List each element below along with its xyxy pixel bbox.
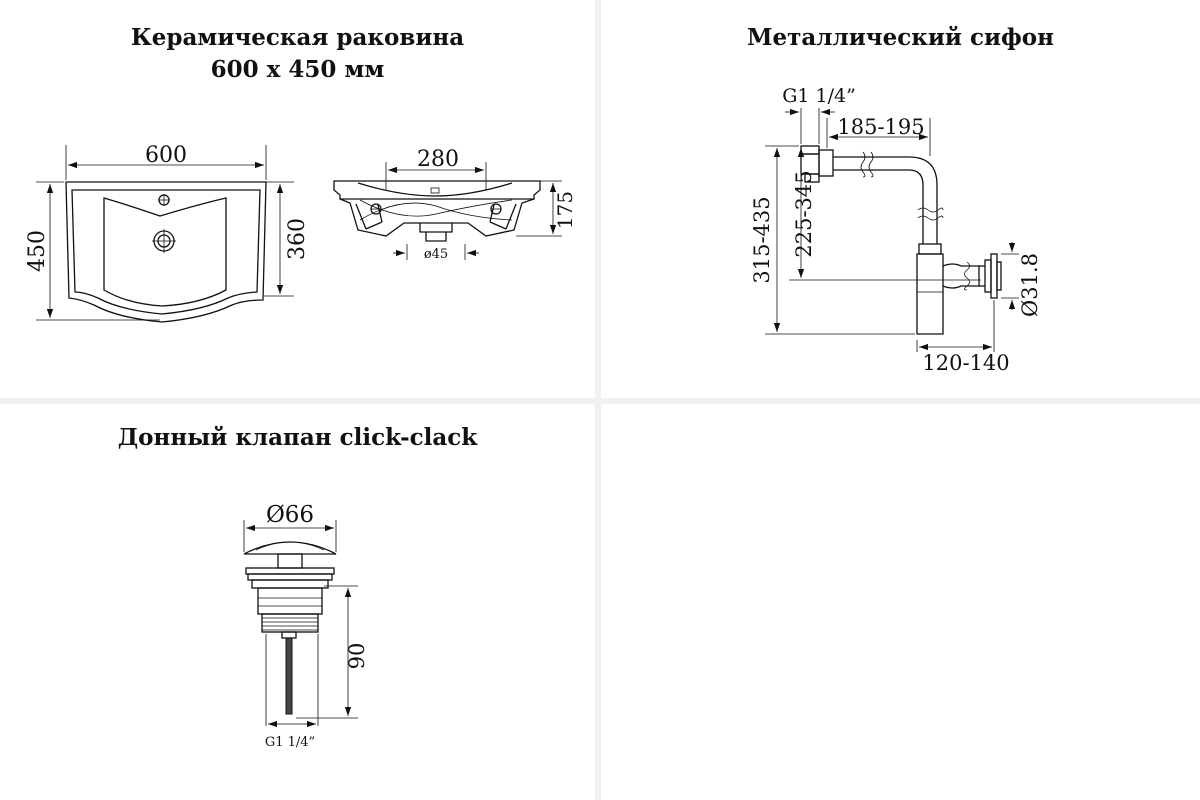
sink-dim-drain: ø45 bbox=[424, 247, 448, 262]
sink-front-view bbox=[333, 162, 562, 260]
siphon-title: Металлический сифон bbox=[747, 24, 1054, 51]
empty-panel bbox=[601, 404, 1200, 800]
siphon-dim-wall-distance: 120-140 bbox=[922, 351, 1009, 375]
siphon-body bbox=[800, 145, 1002, 335]
sink-dim-width: 600 bbox=[145, 143, 187, 168]
siphon-dimensions bbox=[765, 108, 1019, 352]
siphon-dim-diameter: Ø31.8 bbox=[1018, 253, 1042, 317]
siphon-drawing: G1 1/4” 185-195 315-435 225-345 Ø31.8 12… bbox=[750, 85, 1042, 375]
sink-dim-depth: 175 bbox=[553, 191, 577, 229]
sink-drawing: 600 450 360 bbox=[25, 143, 577, 323]
sink-dim-height: 450 bbox=[25, 230, 50, 272]
siphon-dim-inner-height: 225-345 bbox=[792, 170, 816, 257]
valve-dim-thread: G1 1/4” bbox=[265, 735, 315, 750]
sink-title-line2: 600 x 450 мм bbox=[210, 56, 385, 83]
sink-top-view bbox=[36, 145, 294, 323]
siphon-dim-thread: G1 1/4” bbox=[782, 85, 856, 107]
sink-dim-top-width: 280 bbox=[417, 147, 459, 172]
siphon-dim-horizontal: 185-195 bbox=[837, 115, 924, 139]
valve-drawing: Ø66 90 G1 1/4” bbox=[243, 502, 369, 750]
siphon-panel: Металлический сифон bbox=[601, 0, 1200, 398]
sink-dim-inner-height: 360 bbox=[285, 218, 310, 260]
valve-title: Донный клапан click-clack bbox=[117, 424, 478, 451]
valve-dim-height: 90 bbox=[345, 643, 369, 670]
siphon-dim-total-height: 315-435 bbox=[750, 196, 774, 283]
sink-panel: Керамическая раковина 600 x 450 мм bbox=[0, 0, 595, 398]
valve-dim-diameter: Ø66 bbox=[266, 502, 314, 528]
valve-dimensions bbox=[243, 520, 358, 728]
valve-panel: Донный клапан click-clack bbox=[0, 404, 595, 800]
sink-title-line1: Керамическая раковина bbox=[130, 24, 465, 51]
valve-body bbox=[243, 541, 337, 715]
